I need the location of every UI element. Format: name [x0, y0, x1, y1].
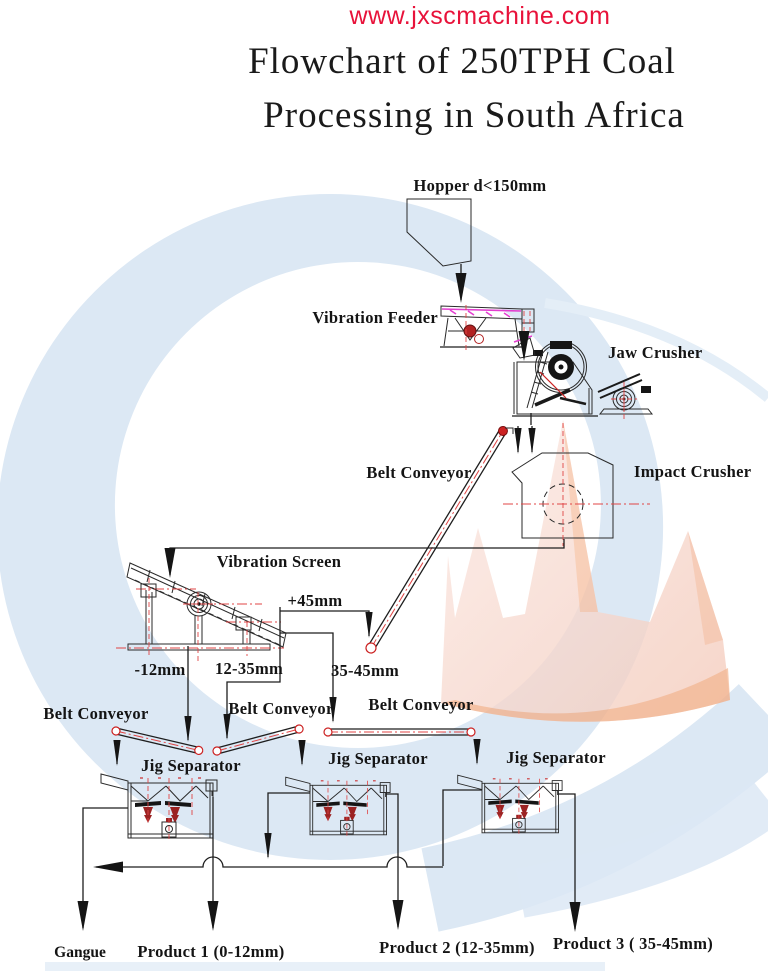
stream-35-45-label: 35-45mm: [331, 661, 399, 680]
product-2-label: Product 2 (12-35mm): [379, 938, 535, 957]
hopper-drawing: [406, 198, 472, 267]
belt-conveyor-main-label: Belt Conveyor: [366, 463, 471, 482]
belt-conveyor-main-drawing: [365, 425, 508, 654]
vibration-screen-drawing: [116, 562, 287, 662]
flow-35-45-to-conveyor3: [280, 632, 337, 723]
blue-thin-swoosh-top-right: [544, 298, 768, 402]
blue-band-bottom-right-2: [515, 780, 768, 918]
stream-minus12-label: -12mm: [135, 660, 186, 679]
vibration-feeder-label: Vibration Feeder: [312, 308, 438, 327]
orange-crown-watermark: [441, 420, 730, 722]
stream-12-35-label: 12-35mm: [215, 659, 283, 678]
website-url[interactable]: www.jxscmachine.com: [349, 2, 611, 30]
belt-conveyor-3-label: Belt Conveyor: [368, 695, 473, 714]
flow-jig2-gangue: [264, 792, 310, 859]
belt-conveyor-1-label: Belt Conveyor: [43, 704, 148, 723]
blue-band-bottom-right: [421, 683, 768, 932]
blue-strip-bottom: [45, 962, 605, 971]
flow-screen-trunk-12-35: [223, 607, 281, 740]
gangue-collection-line: [93, 856, 443, 873]
vibration-feeder-drawing: [440, 305, 535, 350]
belt-conveyor-3-drawing: [323, 727, 476, 737]
conveyor-top-hook: [505, 427, 514, 434]
flow-lines: [77, 264, 581, 932]
jig-separator-1-label: Jig Separator: [141, 756, 241, 775]
jig-separator-2-label: Jig Separator: [328, 749, 428, 768]
jig-separator-3-label: Jig Separator: [506, 748, 606, 767]
blue-ring-swoosh: [0, 194, 664, 860]
belt-conveyor-2-label: Belt Conveyor: [228, 699, 333, 718]
background-logo-watermark: [0, 194, 768, 971]
vibration-screen-label: Vibration Screen: [217, 552, 341, 571]
stream-plus45-label: +45mm: [288, 591, 343, 610]
jaw-crusher-label: Jaw Crusher: [608, 343, 703, 362]
impact-crusher-drawing: [503, 423, 650, 546]
flow-jig3-gangue: [442, 789, 482, 866]
page-title-line2: Processing in South Africa: [263, 95, 685, 136]
impact-crusher-label: Impact Crusher: [634, 462, 751, 481]
page-title-line1: Flowchart of 250TPH Coal: [248, 41, 676, 82]
flow-jig2-to-product2: [386, 793, 404, 930]
jaw-crusher-drawing: [512, 335, 654, 420]
hopper-label: Hopper d<150mm: [414, 176, 547, 195]
flow-plus45-to-conveyor: [280, 610, 373, 638]
product-3-label: Product 3 ( 35-45mm): [553, 934, 713, 953]
flow-jig1-gangue-drop: [77, 807, 128, 931]
flow-jig3-to-product3: [558, 793, 581, 932]
product-1-label: Product 1 (0-12mm): [137, 942, 284, 961]
flow-impact-to-screen: [164, 539, 565, 578]
gangue-label: Gangue: [54, 944, 106, 961]
